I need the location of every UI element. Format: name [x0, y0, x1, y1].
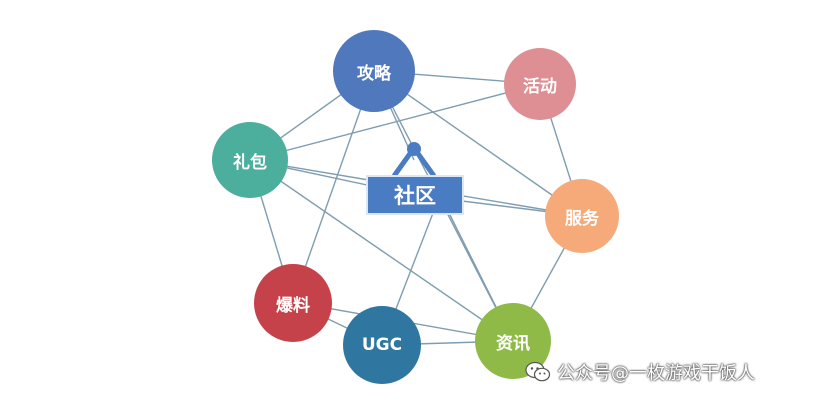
node-ugc-label: UGC	[361, 335, 403, 355]
center-node-community: 社区	[366, 175, 464, 215]
node-gonglue-label: 攻略	[357, 63, 391, 84]
edge-huodong-libao	[249, 83, 541, 161]
center-node-label: 社区	[394, 184, 436, 208]
node-baoliao: 爆料	[254, 264, 332, 342]
watermark: 公众号@一枚游戏干饭人	[525, 357, 755, 387]
wechat-logo-icon	[525, 361, 551, 383]
node-fuwu: 服务	[545, 179, 619, 253]
node-huodong-label: 活动	[523, 76, 557, 97]
node-libao: 礼包	[212, 122, 288, 198]
center-connector	[391, 142, 437, 178]
node-ugc: UGC	[343, 306, 421, 384]
node-fuwu-label: 服务	[565, 208, 599, 229]
node-gonglue: 攻略	[333, 30, 415, 112]
node-zixun-label: 资讯	[496, 333, 530, 354]
node-libao-label: 礼包	[233, 152, 267, 173]
watermark-text: 公众号@一枚游戏干饭人	[557, 363, 755, 384]
node-huodong: 活动	[504, 48, 576, 120]
node-baoliao-label: 爆料	[276, 295, 310, 316]
edge-gonglue-fuwu	[373, 70, 583, 217]
edge-libao-zixun	[249, 159, 514, 342]
